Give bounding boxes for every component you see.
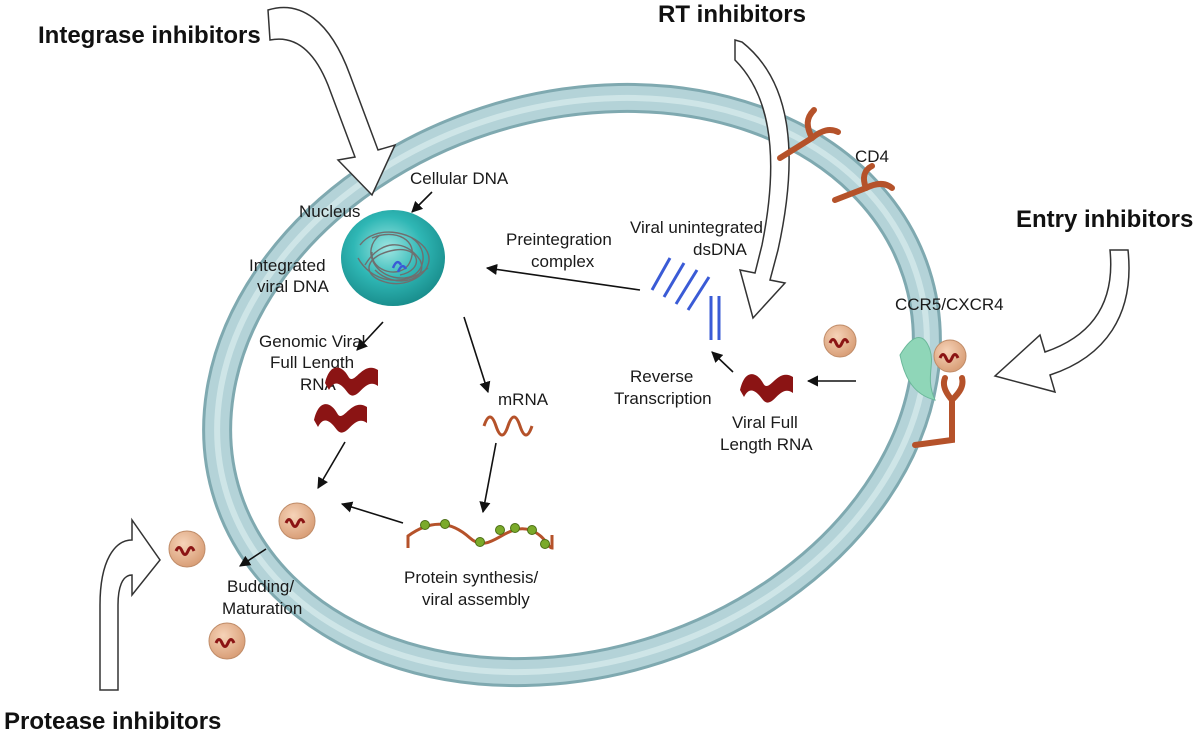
arrow-budding xyxy=(239,548,267,567)
arrow-reverse-transcription xyxy=(711,351,734,373)
genomic-rna-label-2: Full Length xyxy=(270,353,354,372)
protease-inhibitor-arrow xyxy=(99,517,161,691)
genomic-rna-strand-2 xyxy=(314,404,367,433)
arrow-rna-to-assembly xyxy=(317,441,346,489)
viral-full-length-rna-label-2: Length RNA xyxy=(720,435,813,454)
arrow-cellular-dna xyxy=(411,191,433,213)
viral-full-length-rna-label-1: Viral Full xyxy=(732,413,798,432)
nucleus-label: Nucleus xyxy=(299,202,360,221)
protein-synthesis-label-2: viral assembly xyxy=(422,590,530,609)
viral-dsdna xyxy=(650,257,721,340)
cd4-receptor-bottom xyxy=(912,375,966,448)
integrase-inhibitors-heading: Integrase inhibitors xyxy=(38,22,261,49)
integrated-dna-label-2: viral DNA xyxy=(257,277,329,296)
budding-label-1: Budding/ xyxy=(227,577,294,596)
flow-arrows xyxy=(239,191,856,567)
preintegration-label-2: complex xyxy=(531,252,595,271)
budding-label-2: Maturation xyxy=(222,599,302,618)
virion-released-2 xyxy=(208,622,246,660)
cd4-receptor-top xyxy=(777,107,841,161)
genomic-rna-strand-1 xyxy=(325,367,378,396)
rt-inhibitors-heading: RT inhibitors xyxy=(658,1,806,28)
unintegrated-label-2: dsDNA xyxy=(693,240,748,259)
entry-inhibitor-arrow xyxy=(993,249,1130,394)
arrow-mrna xyxy=(463,316,491,394)
unintegrated-label-1: Viral unintegrated xyxy=(630,218,763,237)
integrated-dna-label-1: Integrated xyxy=(249,256,326,275)
cd4-receptor-middle xyxy=(832,163,895,203)
arrow-protein-to-budding xyxy=(340,501,404,524)
nucleus xyxy=(341,210,445,306)
reverse-transcription-label-1: Reverse xyxy=(630,367,693,386)
entry-inhibitors-heading: Entry inhibitors xyxy=(1016,206,1193,233)
arrow-preintegration xyxy=(485,263,641,291)
virion-budding xyxy=(278,502,316,540)
rt-inhibitor-arrow xyxy=(734,39,790,320)
cd4-label: CD4 xyxy=(855,147,889,166)
protease-inhibitors-heading: Protease inhibitors xyxy=(4,708,221,735)
virion-binding xyxy=(933,339,967,373)
ccr5-coreceptor xyxy=(899,337,936,401)
integrase-inhibitor-arrow xyxy=(267,6,397,197)
virion-entering xyxy=(823,324,857,358)
virion-released-1 xyxy=(168,530,206,568)
protein-synthesis-label-1: Protein synthesis/ xyxy=(404,568,538,587)
mrna-strand xyxy=(482,415,534,437)
ccr5-label: CCR5/CXCR4 xyxy=(895,295,1004,314)
preintegration-label-1: Preintegration xyxy=(506,230,612,249)
viral-full-length-rna xyxy=(740,374,793,403)
reverse-transcription-label-2: Transcription xyxy=(614,389,712,408)
arrow-mrna-to-protein xyxy=(479,442,497,514)
mrna-label: mRNA xyxy=(498,390,549,409)
arrow-genomic-rna xyxy=(356,321,384,351)
protein-synthesis-strand xyxy=(406,519,554,550)
genomic-rna-label-1: Genomic Viral xyxy=(259,332,365,351)
cell-membrane xyxy=(202,82,942,688)
cellular-dna-label: Cellular DNA xyxy=(410,169,509,188)
